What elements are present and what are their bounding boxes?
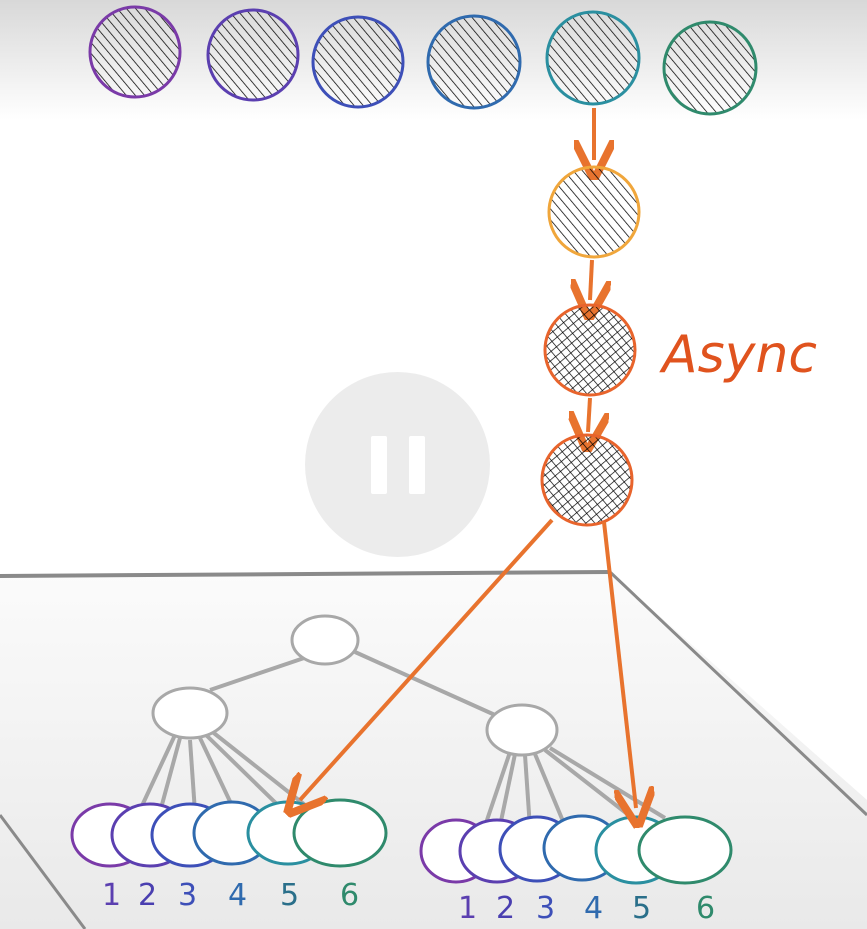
root-node	[290, 614, 360, 666]
right-label-3: 3	[536, 891, 555, 926]
tree-nodes	[151, 614, 559, 757]
arrow-to-left-leaf-5	[300, 518, 554, 800]
top-circle-5	[545, 10, 641, 106]
top-circle-3	[311, 15, 405, 109]
left-label-6: 6	[340, 878, 359, 913]
left-label-2: 2	[138, 878, 157, 913]
floor-edge-left	[0, 814, 87, 929]
right-label-2: 2	[496, 891, 515, 926]
left-label-4: 4	[228, 878, 247, 913]
floor-edge-right	[608, 570, 867, 817]
amber-circle	[547, 165, 641, 259]
top-circle-1	[88, 5, 182, 99]
arrow-3	[588, 397, 590, 432]
async-label: Async	[659, 325, 817, 385]
right-label-6: 6	[696, 891, 715, 926]
left-leaf-labels: 1 2 3 4 5 6	[102, 878, 359, 913]
top-circle-4	[426, 14, 522, 110]
pause-icon	[370, 435, 387, 494]
tree-edges	[138, 650, 667, 829]
pipeline-chain	[540, 108, 641, 527]
left-internal-node	[151, 686, 229, 740]
top-circle-6	[662, 20, 758, 116]
arrow-to-right-leaf-5	[602, 521, 636, 808]
left-label-5: 5	[280, 878, 299, 913]
right-leaf-6	[637, 815, 733, 885]
left-leaf-6	[292, 798, 388, 868]
right-label-5: 5	[632, 891, 651, 926]
right-label-1: 1	[458, 891, 477, 926]
top-row	[88, 5, 758, 116]
left-leaves	[70, 798, 388, 868]
left-label-1: 1	[102, 878, 121, 913]
pause-button[interactable]	[305, 372, 490, 557]
async-circle-2	[540, 433, 634, 527]
left-label-3: 3	[178, 878, 197, 913]
right-leaf-labels: 1 2 3 4 5 6	[458, 891, 715, 926]
async-circle-1	[543, 303, 637, 397]
arrow-2	[590, 259, 592, 300]
floor-edge-top	[0, 570, 611, 578]
pause-icon	[408, 435, 425, 494]
top-circle-2	[206, 8, 300, 102]
right-leaves	[419, 814, 733, 885]
right-internal-node	[485, 703, 559, 757]
right-label-4: 4	[584, 891, 603, 926]
